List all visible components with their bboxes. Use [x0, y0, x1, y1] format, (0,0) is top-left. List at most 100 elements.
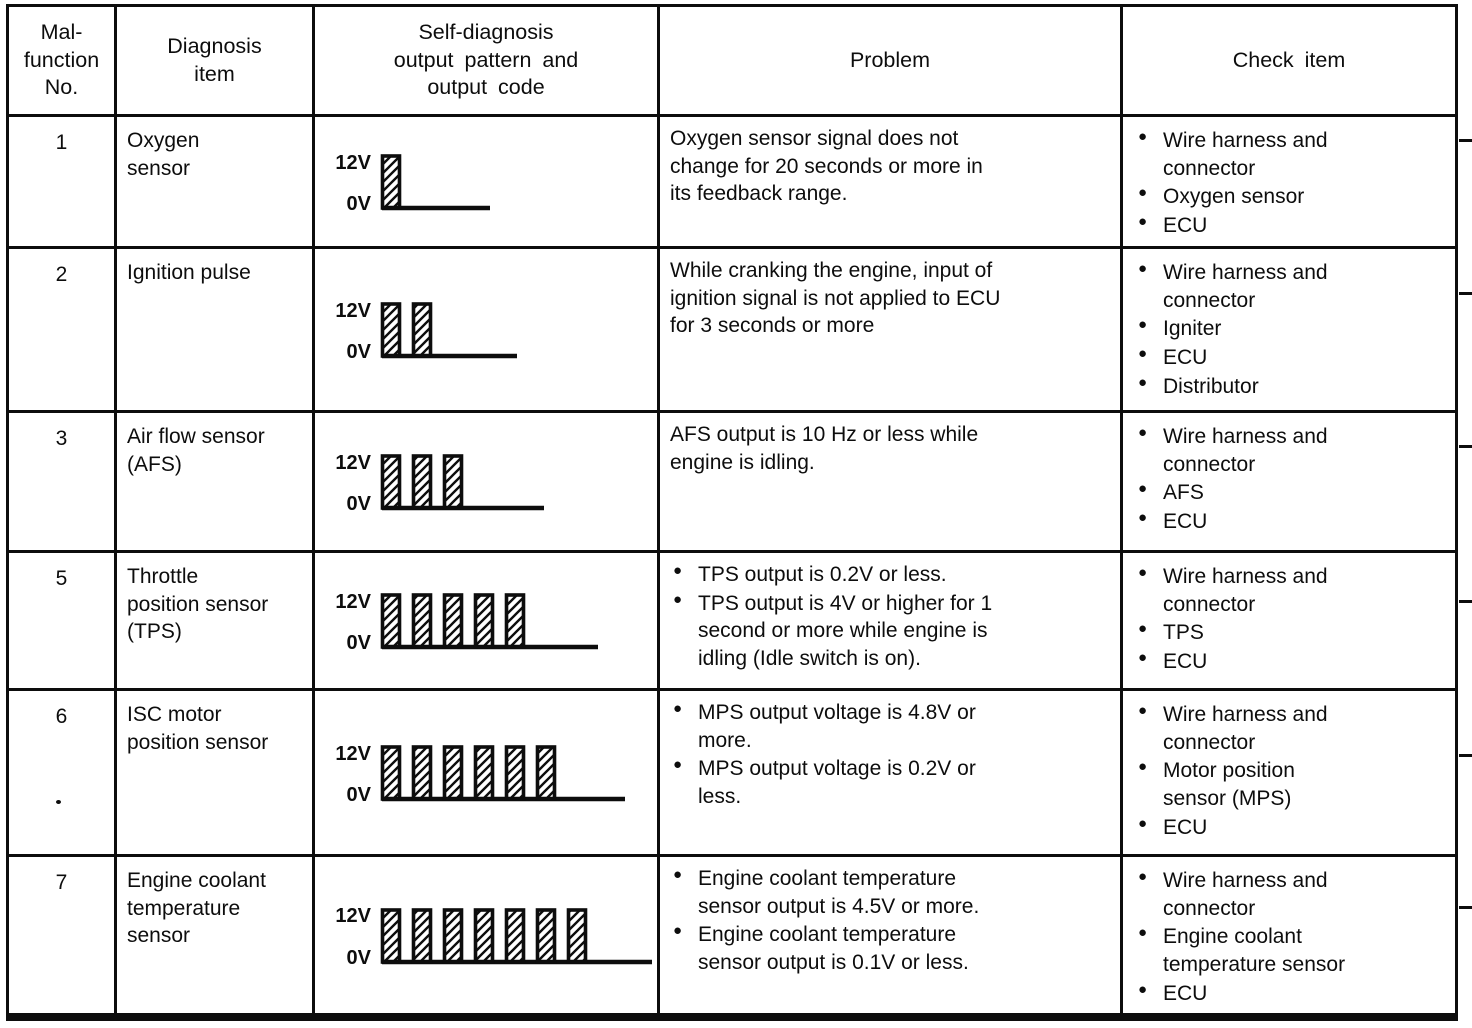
table-row: 3 Air flow sensor (AFS) 12V 0V AFS outpu… — [9, 413, 1455, 553]
voltage-high-label: 12V — [335, 590, 371, 613]
list-item: Engine coolant temperature sensor output… — [670, 865, 1112, 920]
waveform-pattern — [380, 903, 654, 968]
voltage-low-label: 0V — [346, 341, 371, 364]
malfunction-no: 5 — [9, 553, 117, 688]
voltage-labels: 12V 0V — [327, 741, 371, 807]
list-item: Wire harness and connector — [1135, 423, 1449, 478]
self-diagnosis-table: Mal- function No. Diagnosis item Self-di… — [6, 4, 1458, 1021]
pattern-cell: 12V 0V — [315, 553, 660, 688]
list-item: MPS output voltage is 4.8V or more. — [670, 699, 1112, 754]
malfunction-no: 3 — [9, 413, 117, 550]
list-item: ECU — [1135, 508, 1449, 536]
check-item-cell: Wire harness and connectorTPSECU — [1123, 553, 1455, 688]
malfunction-no: 7 — [9, 857, 117, 1013]
list-item: Wire harness and connector — [1135, 259, 1449, 314]
voltage-labels: 12V 0V — [327, 298, 371, 364]
table-row: 1 Oxygen sensor 12V 0V Oxygen sensor sig… — [9, 117, 1455, 249]
diagnosis-item: Oxygen sensor — [117, 117, 315, 246]
header-diagnosis-item: Diagnosis item — [117, 7, 315, 114]
waveform-pattern — [380, 449, 546, 514]
voltage-labels: 12V 0V — [327, 150, 371, 216]
problem-cell: Oxygen sensor signal does not change for… — [660, 117, 1123, 246]
list-item: TPS output is 0.2V or less. — [670, 561, 1112, 589]
waveform: 12V 0V — [327, 903, 654, 969]
voltage-high-label: 12V — [335, 742, 371, 765]
check-item-cell: Wire harness and connectorAFSECU — [1123, 413, 1455, 550]
waveform: 12V 0V — [327, 297, 519, 364]
voltage-low-label: 0V — [346, 946, 371, 969]
voltage-high-label: 12V — [335, 151, 371, 174]
pattern-cell: 12V 0V — [315, 857, 660, 1013]
list-item: Wire harness and connector — [1135, 867, 1449, 922]
scan-tick — [1459, 600, 1472, 603]
problem-cell: TPS output is 0.2V or less.TPS output is… — [660, 553, 1123, 688]
diagnosis-item: Air flow sensor (AFS) — [117, 413, 315, 550]
diagnosis-item: Ignition pulse — [117, 249, 315, 410]
pattern-cell: 12V 0V — [315, 117, 660, 246]
list-item: Igniter — [1135, 315, 1449, 343]
problem-cell: Engine coolant temperature sensor output… — [660, 857, 1123, 1013]
list-item: ECU — [1135, 344, 1449, 372]
voltage-low-label: 0V — [346, 632, 371, 655]
list-item: TPS — [1135, 619, 1449, 647]
check-item-cell: Wire harness and connectorEngine coolant… — [1123, 857, 1455, 1013]
diagnosis-item: ISC motor position sensor — [117, 691, 315, 854]
waveform-pattern — [380, 740, 627, 805]
pattern-cell: 12V 0V — [315, 249, 660, 410]
scan-tick — [1459, 754, 1472, 757]
list-item: Engine coolant temperature sensor output… — [670, 921, 1112, 976]
table-row: 5 Throttle position sensor (TPS) 12V 0V … — [9, 553, 1455, 691]
check-item-cell: Wire harness and connectorIgniterECUDist… — [1123, 249, 1455, 410]
table-row: 7 Engine coolant temperature sensor 12V … — [9, 857, 1455, 1013]
list-item: MPS output voltage is 0.2V or less. — [670, 755, 1112, 810]
diagnosis-item: Engine coolant temperature sensor — [117, 857, 315, 1013]
list-item: ECU — [1135, 212, 1449, 240]
problem-cell: MPS output voltage is 4.8V or more.MPS o… — [660, 691, 1123, 854]
malfunction-no: 1 — [9, 117, 117, 246]
list-item: While cranking the engine, input of igni… — [670, 259, 1001, 338]
list-item: Oxygen sensor signal does not change for… — [670, 127, 983, 206]
voltage-low-label: 0V — [346, 493, 371, 516]
voltage-labels: 12V 0V — [327, 903, 371, 969]
table-header-row: Mal- function No. Diagnosis item Self-di… — [9, 7, 1455, 117]
waveform: 12V 0V — [327, 449, 546, 516]
problem-cell: While cranking the engine, input of igni… — [660, 249, 1123, 410]
list-item: AFS output is 10 Hz or less while engine… — [670, 423, 979, 474]
malfunction-no: 6 — [9, 691, 117, 854]
list-item: TPS output is 4V or higher for 1 second … — [670, 590, 1112, 673]
pattern-cell: 12V 0V — [315, 413, 660, 550]
list-item: Distributor — [1135, 373, 1449, 401]
pattern-cell: 12V 0V — [315, 691, 660, 854]
check-item-cell: Wire harness and connectorMotor position… — [1123, 691, 1455, 854]
scan-tick — [1459, 906, 1472, 909]
voltage-high-label: 12V — [335, 905, 371, 927]
list-item: ECU — [1135, 814, 1449, 842]
table-row: 6 ISC motor position sensor 12V 0V MPS o… — [9, 691, 1455, 857]
malfunction-no: 2 — [9, 249, 117, 410]
waveform-pattern — [380, 149, 492, 214]
scan-artifact-dot — [56, 800, 61, 804]
header-problem: Problem — [660, 7, 1123, 114]
check-item-cell: Wire harness and connectorOxygen sensorE… — [1123, 117, 1455, 246]
list-item: Engine coolant temperature sensor — [1135, 923, 1449, 978]
list-item: Motor position sensor (MPS) — [1135, 757, 1449, 812]
voltage-labels: 12V 0V — [327, 589, 371, 655]
waveform: 12V 0V — [327, 149, 492, 216]
list-item: Wire harness and connector — [1135, 127, 1449, 182]
list-item: ECU — [1135, 980, 1449, 1008]
voltage-labels: 12V 0V — [327, 450, 371, 516]
scan-tick — [1459, 139, 1472, 142]
waveform: 12V 0V — [327, 740, 627, 807]
header-check-item: Check item — [1232, 47, 1346, 72]
list-item: ECU — [1135, 648, 1449, 676]
list-item: AFS — [1135, 479, 1449, 507]
diagnosis-item: Throttle position sensor (TPS) — [117, 553, 315, 688]
list-item: Wire harness and connector — [1135, 701, 1449, 756]
waveform-pattern — [380, 297, 519, 362]
header-output-pattern: Self-diagnosis output pattern and output… — [315, 7, 660, 114]
voltage-low-label: 0V — [346, 193, 371, 216]
voltage-low-label: 0V — [346, 784, 371, 807]
scan-tick — [1459, 445, 1472, 448]
header-malfunction-no: Mal- function No. — [9, 7, 117, 114]
